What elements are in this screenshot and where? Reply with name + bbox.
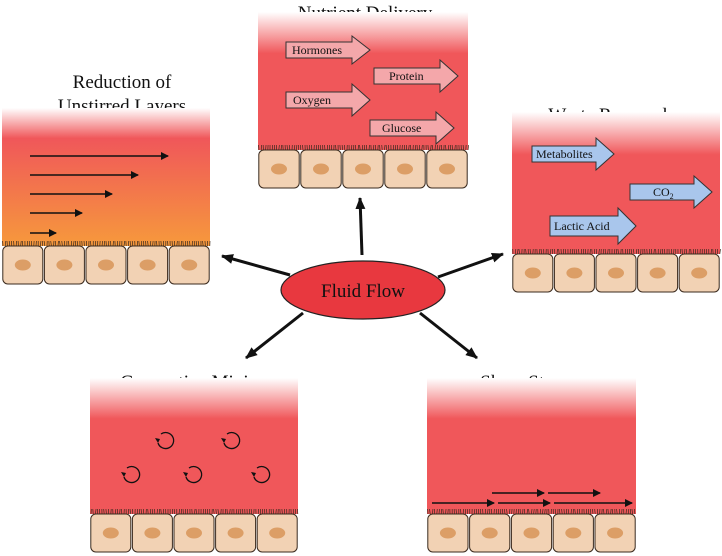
arrow-label: Hormones [292, 43, 342, 57]
fluid-medium [2, 108, 210, 246]
cell-nucleus [103, 528, 119, 539]
epithelial-cell-layer [3, 241, 210, 284]
microvilli-fringe [513, 249, 721, 254]
arrow-label: Metabolites [536, 147, 593, 161]
panel-waste-removal: Waste Removal Metabolites CO2 Lactic Aci… [512, 105, 720, 292]
center-label: Fluid Flow [321, 281, 405, 302]
cell-nucleus [608, 268, 624, 279]
panel-nutrient-delivery: Nutrient Delivery Hormones Protein Oxyge… [258, 3, 469, 188]
arrow-to-unstirred-layers [222, 256, 290, 275]
panel-shear-stress: Shear Stress [427, 372, 636, 552]
cell-nucleus [565, 528, 581, 539]
co2-subscript: 2 [670, 192, 674, 201]
cell-nucleus [482, 528, 498, 539]
arrow-to-convective-mixing [246, 313, 303, 358]
co2-label: CO [653, 185, 670, 199]
arrow-to-waste-removal [438, 254, 503, 277]
arrow-to-shear-stress [420, 313, 477, 358]
cell-nucleus [524, 528, 540, 539]
cell-nucleus [271, 164, 287, 175]
panel-convective-mixing: Convective Mixing [90, 372, 298, 552]
cell-nucleus [691, 268, 707, 279]
arrow-label: Lactic Acid [554, 219, 610, 233]
cell-nucleus [439, 164, 455, 175]
epithelial-cell-layer [513, 249, 721, 292]
arrow-to-nutrient-delivery [360, 198, 362, 255]
panel-unstirred-layers: Reduction of Unstirred Layers [2, 72, 210, 284]
arrow-label: Oxygen [293, 93, 331, 107]
cell-nucleus [98, 260, 114, 271]
cell-nucleus [186, 528, 202, 539]
title-line-1: Reduction of [73, 72, 172, 93]
cell-nucleus [607, 528, 623, 539]
cell-nucleus [313, 164, 329, 175]
cell-nucleus [525, 268, 541, 279]
cell-nucleus [650, 268, 666, 279]
cell-nucleus [566, 268, 582, 279]
cell-nucleus [181, 260, 197, 271]
cell-nucleus [144, 528, 160, 539]
arrow-label: Protein [389, 69, 424, 83]
cell-nucleus [228, 528, 244, 539]
fluid-flow-node: Fluid Flow [281, 261, 445, 319]
epithelial-cell-layer [428, 509, 636, 552]
cell-nucleus [269, 528, 285, 539]
cell-nucleus [355, 164, 371, 175]
arrow-label: Glucose [382, 121, 421, 135]
cell-nucleus [15, 260, 31, 271]
cell-nucleus [56, 260, 72, 271]
fluid-medium [90, 378, 298, 514]
cell-nucleus [140, 260, 156, 271]
cell-nucleus [397, 164, 413, 175]
epithelial-cell-layer [259, 145, 469, 188]
epithelial-cell-layer [91, 509, 298, 552]
cell-nucleus [440, 528, 456, 539]
